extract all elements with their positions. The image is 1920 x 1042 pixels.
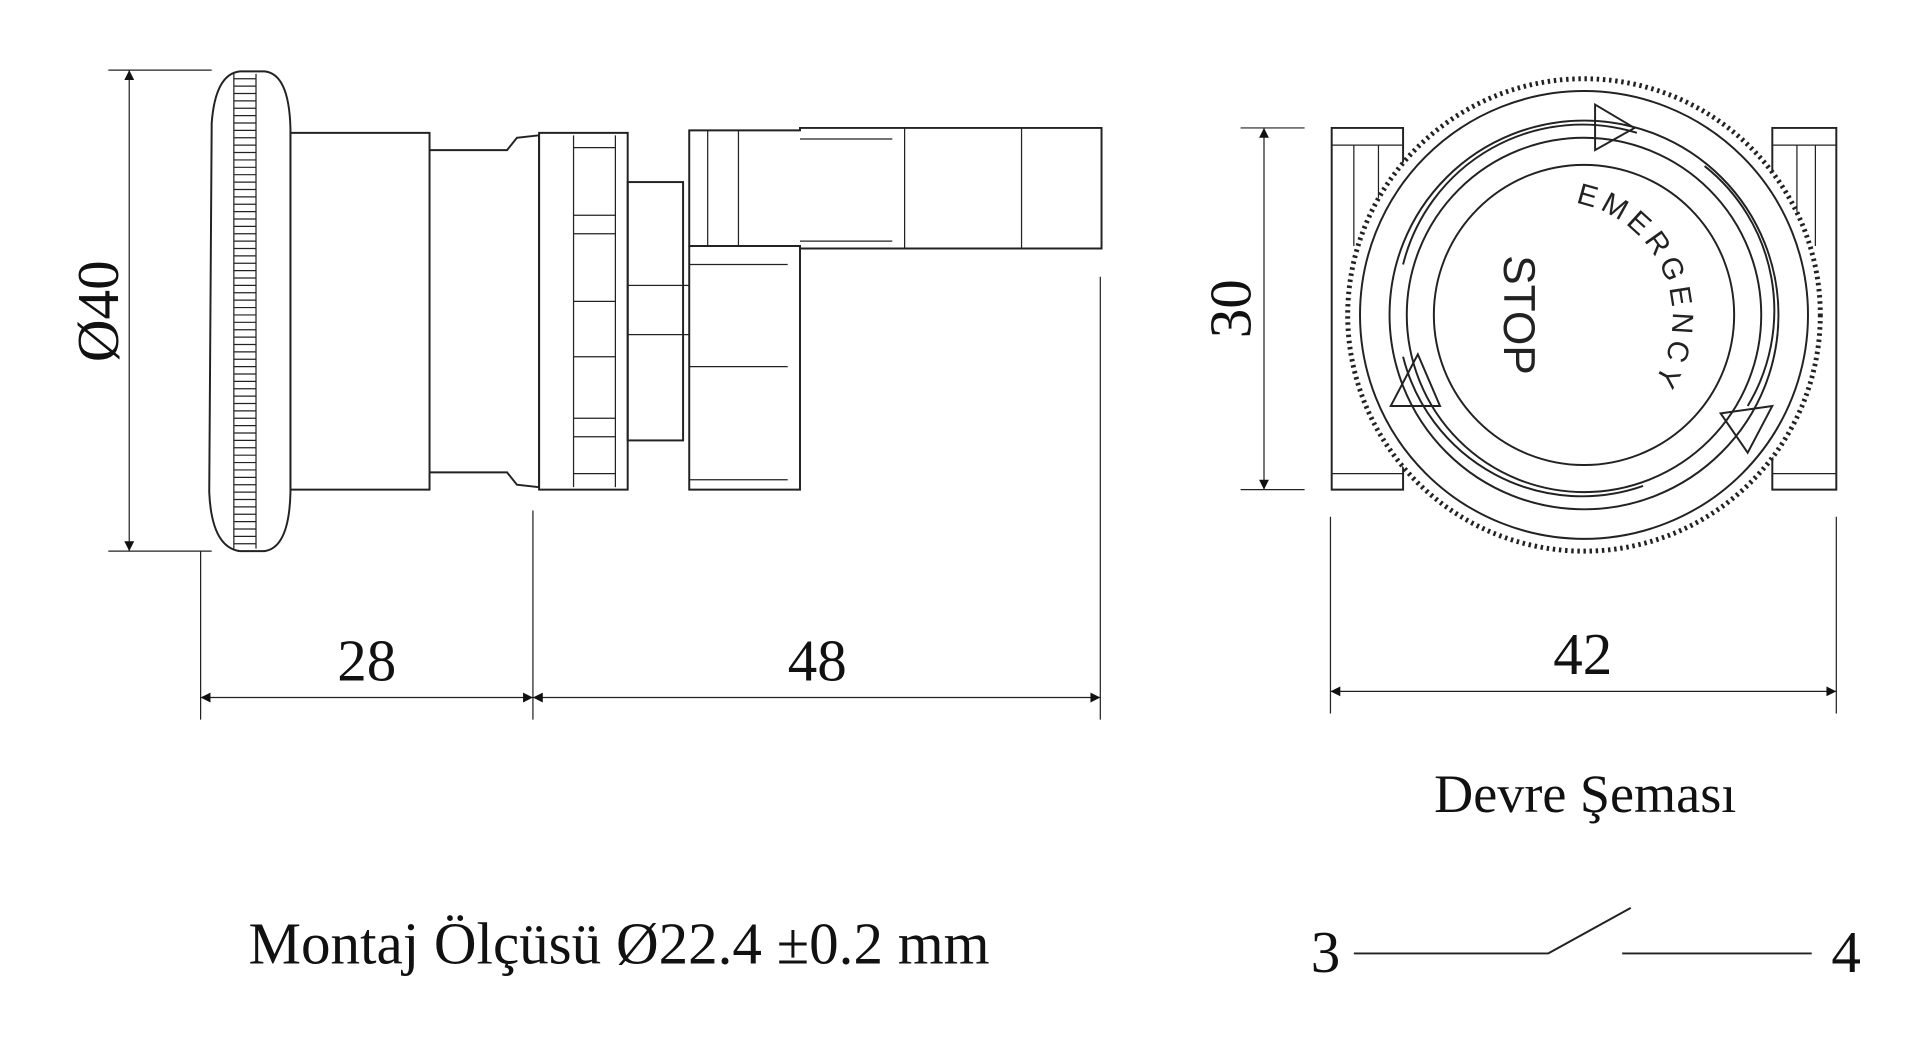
mounting-note: Montaj Ölçüsü Ø22.4 ±0.2 mm: [249, 910, 990, 976]
knurled-rim: [1345, 76, 1823, 554]
circuit-title: Devre Şeması: [1434, 764, 1736, 824]
ring-ribs: [572, 135, 616, 488]
mushroom-head: [208, 70, 292, 553]
contact-block-top: [688, 126, 1103, 250]
dimension-length-front: 28: [337, 627, 396, 693]
button-face: [1432, 163, 1736, 467]
front-view: STOP EMERGENCY 30 42: [1197, 76, 1838, 714]
contact-block-base: [688, 246, 801, 491]
dimension-height: 30: [1197, 279, 1263, 338]
dimension-length-rear: 48: [788, 627, 847, 693]
locking-ring: [538, 131, 629, 491]
dimension-width: 42: [1553, 621, 1612, 687]
knurl-marks: [233, 78, 256, 545]
dimension-diameter: Ø40: [65, 260, 131, 362]
body-collar: [289, 131, 431, 491]
side-view: Ø40 28 48: [65, 69, 1103, 720]
terminal-3: 3: [1311, 919, 1341, 985]
adapter: [626, 181, 685, 442]
circuit-diagram: Devre Şeması 3 4: [1311, 764, 1861, 985]
stop-label: STOP: [1494, 255, 1543, 375]
terminal-4: 4: [1831, 919, 1861, 985]
normally-open-contact: [1353, 907, 1812, 955]
body-neck: [429, 134, 541, 489]
